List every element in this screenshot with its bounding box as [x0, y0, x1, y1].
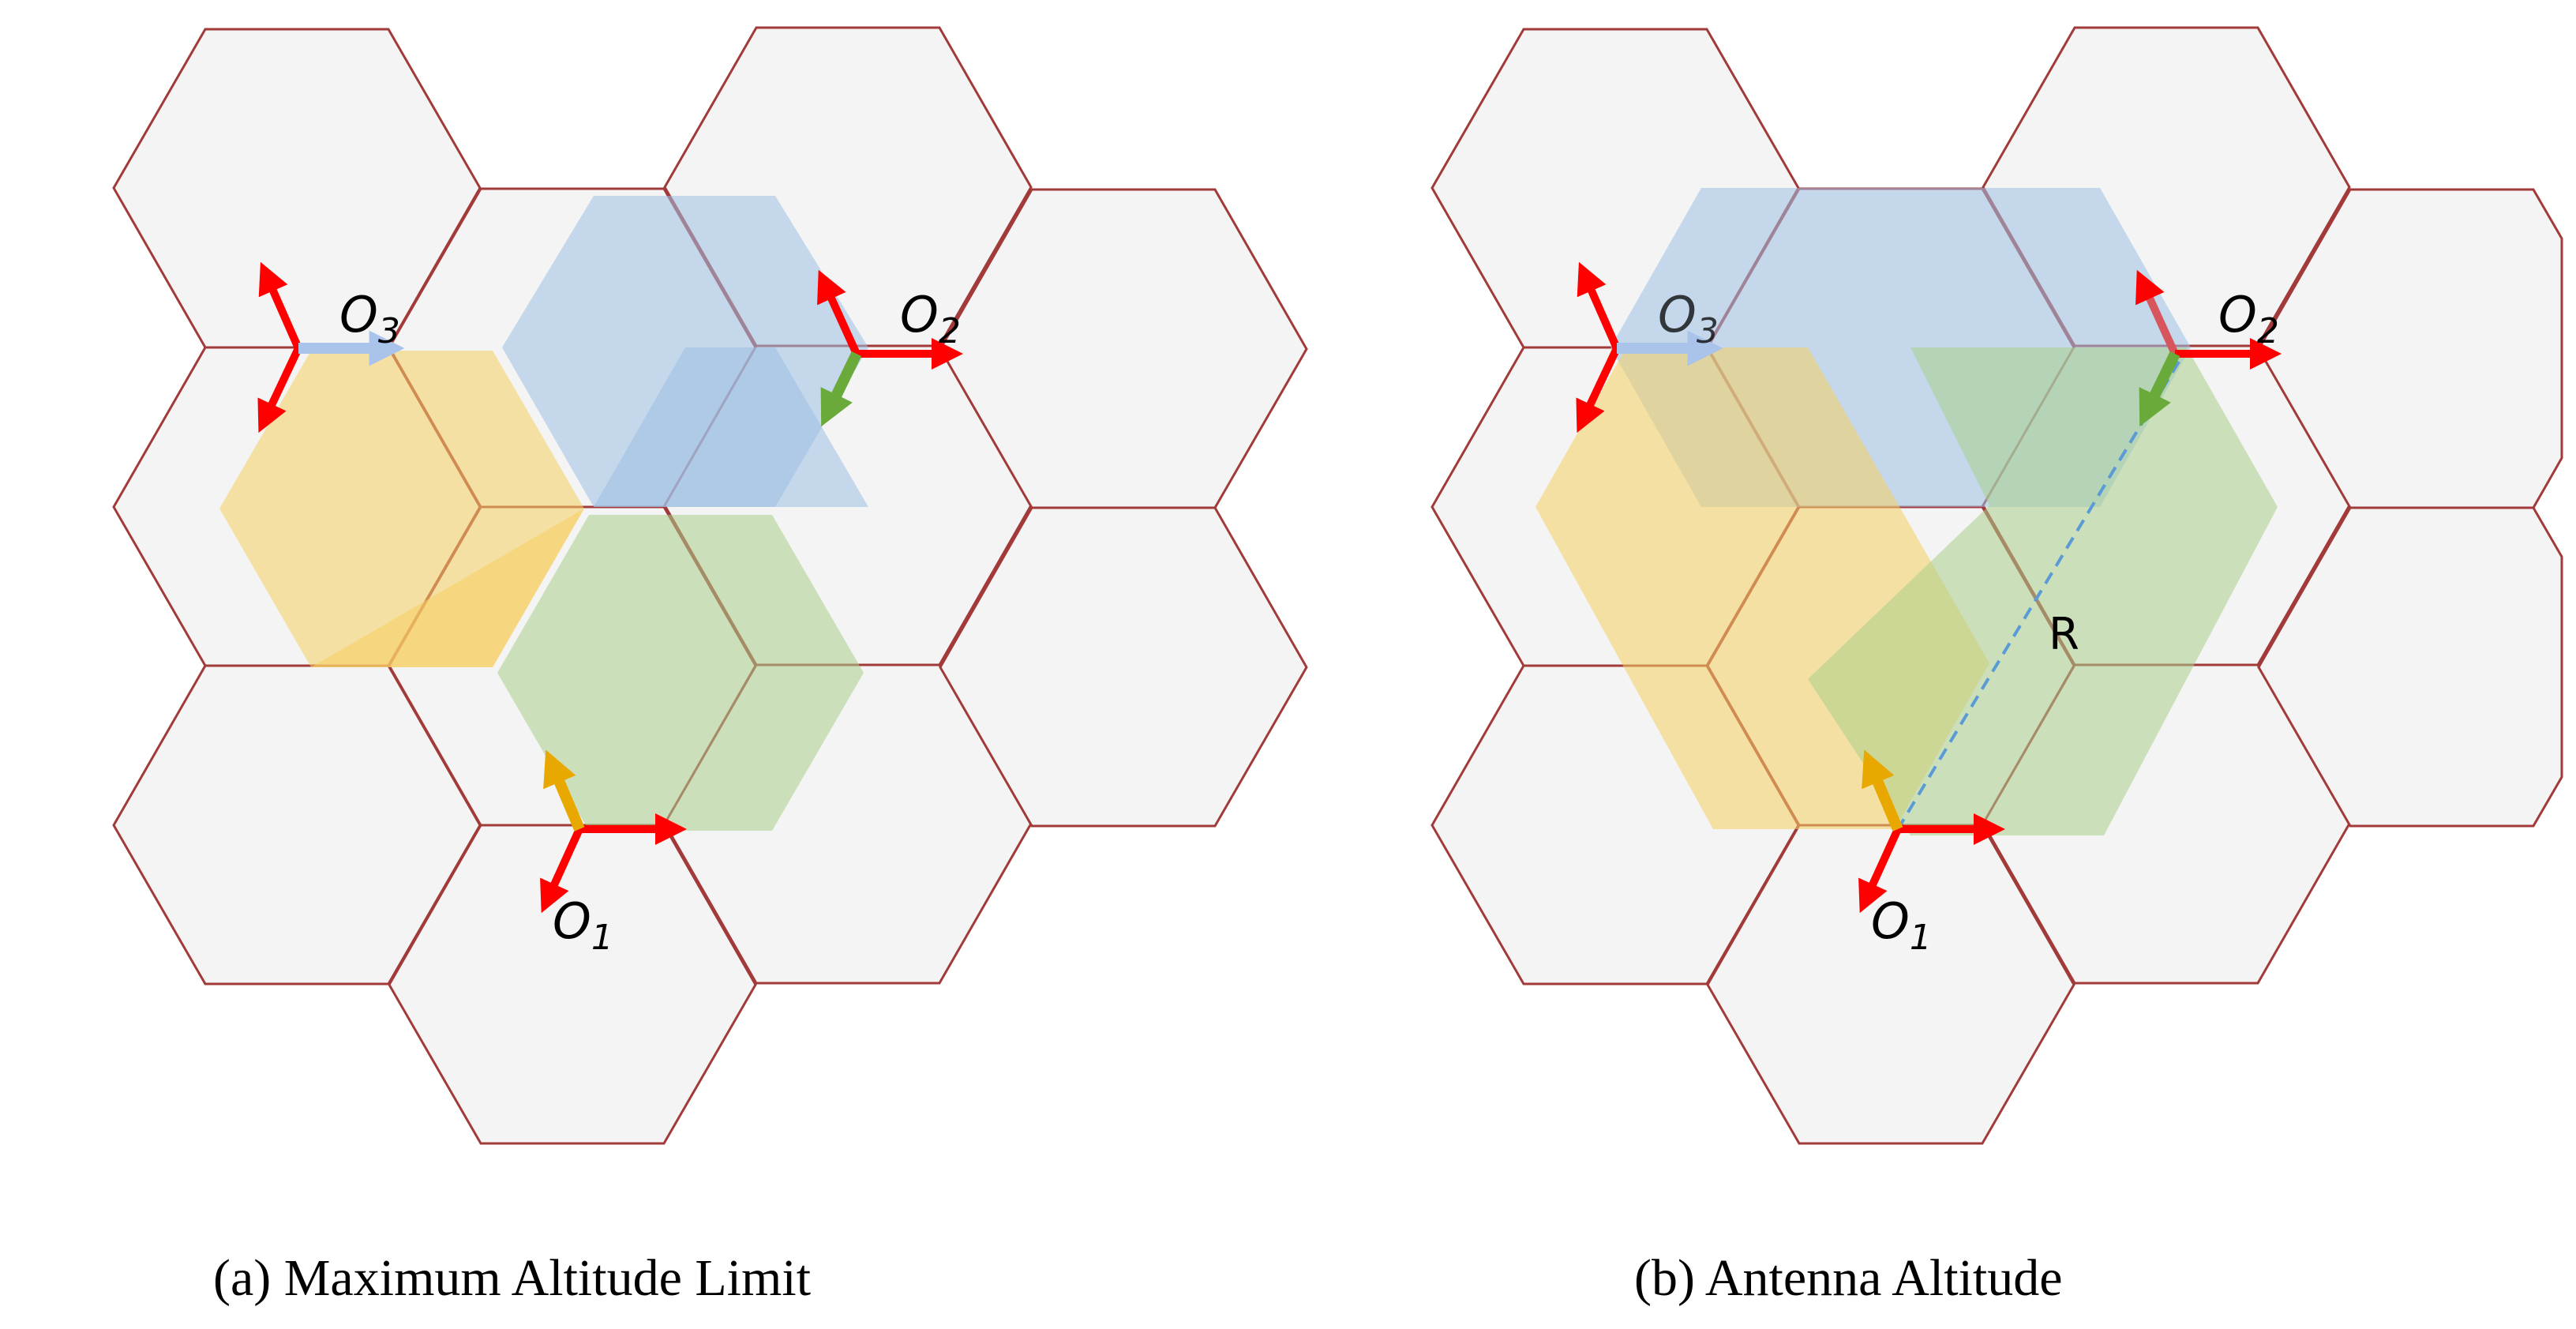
axis-arrow [258, 261, 302, 351]
hex-cell [2257, 506, 2563, 828]
axis-arrow-yellow [1862, 749, 1903, 832]
axis-arrow [257, 346, 302, 434]
origin-label-o2: O2 [900, 286, 961, 351]
axis-arrow [1577, 261, 1621, 351]
axes-origin-o1 [1858, 749, 2005, 914]
axis-arrow [817, 269, 861, 356]
axis-arrow [2135, 269, 2179, 356]
axes-origin-o2 [2135, 269, 2282, 427]
panel-b-caption: (b) Antenna Altitude [1634, 1249, 2063, 1307]
coverage-region-blue [594, 347, 868, 507]
panel-b: O3 O2 O1 R (b) Antenna Altitude [1430, 26, 2563, 1307]
axis-arrow-green [820, 351, 862, 427]
radius-label: R [2049, 609, 2079, 660]
origin-label-o1: O1 [553, 892, 613, 958]
axes-origin-o3 [1576, 261, 1723, 434]
axes-origin-o3 [257, 261, 405, 434]
axes-origin-o2 [817, 269, 963, 427]
radius-dashed-line [1898, 360, 2180, 829]
panel-a-caption: (a) Maximum Altitude Limit [213, 1249, 811, 1307]
axis-arrow [1576, 346, 1621, 434]
coverage-regions [219, 196, 868, 831]
panel-a: O3 O2 O1 (a) Maximum Altitude Limit [112, 26, 1308, 1307]
axes-origin-o1 [540, 749, 687, 914]
coverage-region-green [497, 515, 864, 831]
origin-label-o1: O1 [1871, 892, 1932, 958]
origin-label-o2: O2 [2218, 286, 2279, 351]
axis-arrow-yellow [543, 749, 585, 832]
origin-label-o3: O3 [339, 286, 400, 351]
axis-arrow [540, 827, 583, 914]
coverage-region-green [1808, 347, 2278, 835]
axis-arrow-green [2139, 351, 2180, 427]
hex-cell [2257, 188, 2563, 509]
coverage-region-yellow [311, 509, 584, 667]
origin-label-o3: O3 [1658, 286, 1719, 351]
hex-cell [939, 506, 1308, 828]
axis-arrow [1858, 827, 1902, 914]
coverage-regions [1535, 188, 2278, 835]
